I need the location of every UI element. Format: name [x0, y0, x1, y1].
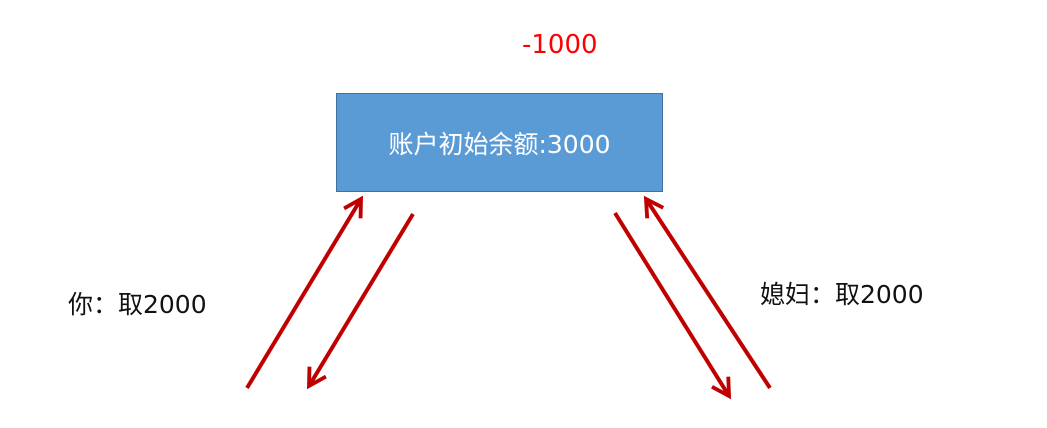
actor-wife-label: 媳妇：取2000: [760, 280, 924, 309]
account-balance-label: 账户初始余额:3000: [388, 129, 611, 159]
account-balance-box: 账户初始余额:3000: [336, 93, 663, 192]
balance-change-label: -1000: [522, 30, 598, 60]
right-request-arrow: [643, 195, 772, 390]
actor-you-label: 你：取2000: [68, 290, 207, 319]
left-response-arrow: [306, 212, 415, 390]
right-response-arrow: [613, 211, 732, 400]
left-request-arrow: [245, 195, 363, 390]
